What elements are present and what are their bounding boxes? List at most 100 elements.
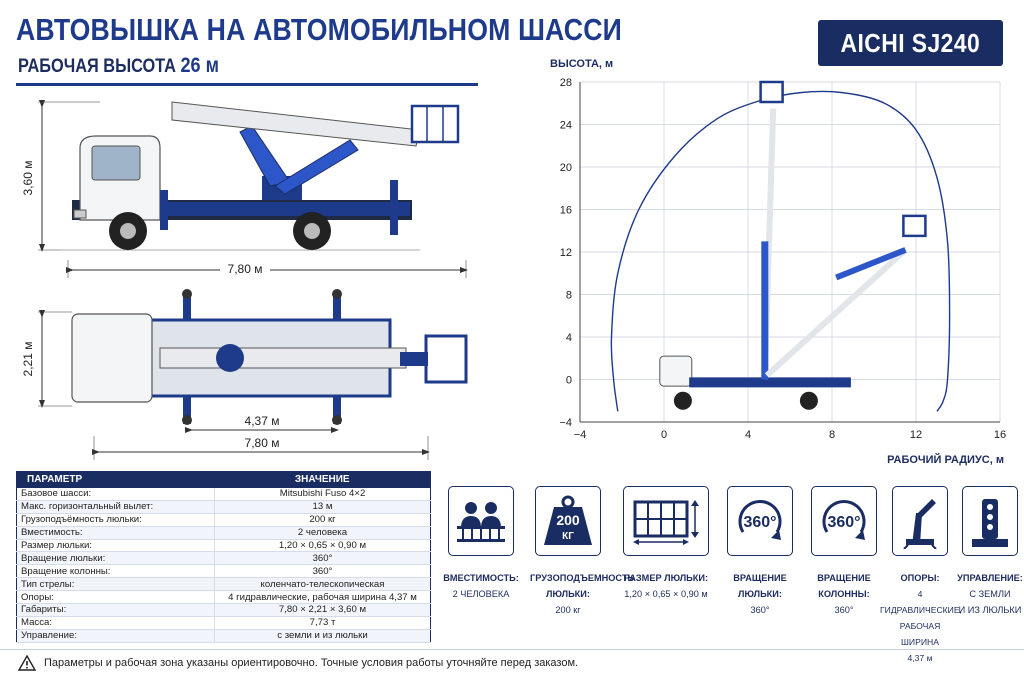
spec-value: 7,80 × 2,21 × 3,60 м: [214, 603, 431, 617]
x-tick-label: 16: [994, 429, 1006, 441]
y-tick-label: 12: [560, 247, 572, 259]
footer-divider: [0, 649, 1024, 650]
spec-param: Вместимость:: [16, 526, 215, 540]
feature-caption: ОПОРЫ:: [900, 573, 940, 583]
weight-badge-bottom: КГ: [562, 531, 574, 542]
spec-value: 7,73 т: [214, 616, 431, 630]
spec-value: 13 м: [214, 500, 431, 514]
two-people-icon: [448, 486, 514, 556]
spec-value: 200 кг: [214, 513, 431, 527]
side-height-label: 3,60 м: [21, 161, 35, 196]
title-underline: [16, 83, 478, 86]
weight-icon: 200 КГ: [535, 486, 601, 556]
spec-value: 1,20 × 0,65 × 0,90 м: [214, 539, 431, 553]
chart-grid: [579, 81, 1001, 423]
footer-note: Параметры и рабочая зона указаны ориенти…: [18, 655, 578, 671]
spec-value: с земли и из люльки: [214, 629, 431, 643]
feature-caption: ВРАЩЕНИЕ КОЛОННЫ:: [817, 573, 871, 599]
feature-basket-rotation: 360° ВРАЩЕНИЕ ЛЮЛЬКИ: 360°: [722, 486, 798, 618]
x-tick-label: 8: [829, 429, 835, 441]
feature-column-rotation: 360° ВРАЩЕНИЕ КОЛОННЫ: 360°: [806, 486, 882, 618]
chart-y-label: ВЫСОТА, м: [550, 58, 613, 70]
side-length-dimension: 7,80 м: [66, 260, 468, 278]
x-tick-label: 4: [745, 429, 751, 441]
spec-header-param: ПАРАМЕТР: [16, 471, 215, 488]
feature-value: 1,20 × 0,65 × 0,90 м: [624, 589, 708, 599]
model-name: AICHI SJ240: [840, 27, 981, 58]
y-tick-label: 24: [560, 120, 572, 132]
y-tick-label: 20: [560, 162, 572, 174]
table-row: Масса:7,73 т: [16, 616, 431, 630]
working-zone-envelope: [610, 90, 951, 412]
chart-truck-cab: [659, 355, 693, 387]
top-width-label: 2,21 м: [21, 342, 35, 377]
spec-value: 2 человека: [214, 526, 431, 540]
truck-top: [71, 289, 468, 425]
feature-value: 360°: [750, 605, 770, 615]
spec-param: Масса:: [16, 616, 215, 630]
feature-load: 200 КГ ГРУЗОПОДЪЕМНОСТЬ ЛЮЛЬКИ: 200 кг: [530, 486, 634, 618]
chart-basket-reach: [902, 214, 927, 238]
feature-control: УПРАВЛЕНИЕ: С ЗЕМЛИ И ИЗ ЛЮЛЬКИ: [955, 486, 1024, 618]
spec-table: ПАРАМЕТР ЗНАЧЕНИЕ Базовое шасси:Mitsubis…: [16, 471, 431, 643]
rotation-360-icon: 360°: [811, 486, 877, 556]
y-tick-label: 8: [566, 290, 572, 302]
spec-value: Mitsubishi Fuso 4×2: [214, 487, 431, 501]
rotation-badge: 360°: [743, 514, 776, 531]
rotation-badge: 360°: [827, 514, 860, 531]
y-tick-label: 0: [566, 375, 572, 387]
width-dimension: 2,21 м: [21, 310, 72, 408]
chart-boom-angled: [764, 247, 908, 378]
y-tick-label: 16: [560, 205, 572, 217]
feature-value: 360°: [834, 605, 854, 615]
y-tick-label: 4: [566, 332, 572, 344]
spec-param: Грузоподъёмность люльки:: [16, 513, 215, 527]
y-tick-label: 28: [560, 77, 572, 89]
feature-outriggers: ОПОРЫ: 4 ГИДРАВЛИЧЕСКИЕ, РАБОЧАЯ ШИРИНА …: [880, 486, 962, 666]
x-tick-label: 12: [910, 429, 922, 441]
feature-value: 200 кг: [555, 605, 581, 615]
x-tick-label: 0: [661, 429, 667, 441]
page-title: АВТОВЫШКА НА АВТОМОБИЛЬНОМ ШАССИ: [16, 12, 622, 47]
chart-x-label: РАБОЧИЙ РАДИУС, м: [887, 453, 1004, 466]
subtitle-value: 26 м: [180, 54, 219, 77]
table-row: Вращение люльки:360°: [16, 551, 431, 566]
table-row: Управление:с земли и из люльки: [16, 629, 431, 643]
outrigger-icon: [892, 486, 948, 556]
feature-value: 2 ЧЕЛОВЕКА: [452, 589, 510, 599]
spec-value: 4 гидравлические, рабочая ширина 4,37 м: [214, 590, 431, 605]
table-row: Опоры:4 гидравлические, рабочая ширина 4…: [16, 590, 431, 605]
chart-wheel: [799, 391, 818, 410]
spec-param: Базовое шасси:: [16, 487, 215, 501]
table-row: Размер люльки:1,20 × 0,65 × 0,90 м: [16, 539, 431, 553]
footer-text: Параметры и рабочая зона указаны ориенти…: [44, 657, 579, 669]
table-row: Базовое шасси:Mitsubishi Fuso 4×2: [16, 487, 431, 501]
spec-param: Макс. горизонтальный вылет:: [16, 500, 215, 514]
feature-capacity: ВМЕСТИМОСТЬ: 2 ЧЕЛОВЕКА: [443, 486, 519, 602]
spec-value: коленчато-телескопическая: [214, 577, 431, 592]
feature-basket-size: РАЗМЕР ЛЮЛЬКИ: 1,20 × 0,65 × 0,90 м: [618, 486, 714, 602]
table-row: Грузоподъёмность люльки:200 кг: [16, 513, 431, 527]
feature-caption: ВРАЩЕНИЕ ЛЮЛЬКИ:: [733, 573, 787, 599]
chart-truck-frame: [689, 377, 851, 388]
feature-caption: ВМЕСТИМОСТЬ:: [443, 573, 519, 583]
chart-truck-illustration: [659, 80, 927, 410]
feature-value: 4 ГИДРАВЛИЧЕСКИЕ, РАБОЧАЯ ШИРИНА 4,37 м: [880, 589, 962, 663]
top-view-drawing: 2,21 м 4,37 м 7,80 м: [21, 289, 468, 460]
height-dimension: 3,60 м: [21, 100, 100, 252]
x-tick-label: −4: [574, 429, 587, 441]
spec-table-header: ПАРАМЕТР ЗНАЧЕНИЕ: [16, 471, 431, 488]
table-row: Вращение колонны:360°: [16, 564, 431, 579]
spec-value: 360°: [214, 551, 431, 566]
control-panel-icon: [962, 486, 1018, 556]
truck-side: [72, 101, 460, 250]
spec-value: 360°: [214, 564, 431, 579]
rotation-360-icon: 360°: [727, 486, 793, 556]
outrigger-dimension: 4,37 м: [185, 414, 339, 433]
model-badge: AICHI SJ240: [818, 20, 1003, 66]
top-outrigger-label: 4,37 м: [245, 414, 280, 428]
table-row: Тип стрелы:коленчато-телескопическая: [16, 577, 431, 592]
table-row: Макс. горизонтальный вылет:13 м: [16, 500, 431, 514]
top-length-label: 7,80 м: [245, 436, 280, 450]
